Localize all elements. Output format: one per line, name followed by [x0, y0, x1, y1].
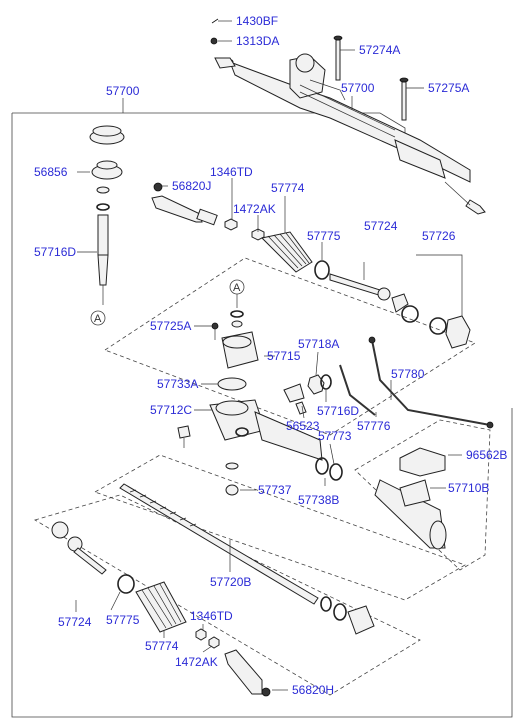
return-pipe-57776	[339, 364, 376, 416]
bushing-57726	[445, 315, 471, 349]
label-57775-top: 57775	[307, 229, 341, 243]
label-57274A: 57274A	[359, 43, 400, 57]
label-57710B: 57710B	[448, 481, 489, 495]
rack-bar-57720B	[119, 483, 319, 605]
pressure-pipe-57780	[371, 339, 491, 426]
top-steering-assembly	[210, 18, 486, 215]
leader-lines	[75, 20, 463, 691]
label-57737: 57737	[258, 483, 292, 497]
label-callout-A-left: A	[94, 313, 102, 325]
label-57724-top: 57724	[364, 219, 398, 233]
ring-57726-b	[429, 317, 447, 335]
gear-housing-57712C	[209, 399, 323, 461]
label-57726: 57726	[422, 229, 456, 243]
label-57700-top: 57700	[341, 81, 375, 95]
label-57712C: 57712C	[150, 403, 192, 417]
label-57776: 57776	[357, 419, 391, 433]
bellows-57774-bottom	[135, 581, 187, 633]
label-57738B: 57738B	[298, 493, 339, 507]
ring-57775-top	[314, 260, 330, 280]
label-56856: 56856	[34, 165, 68, 179]
main-frame-sides	[11, 113, 513, 718]
label-57774-top: 57774	[271, 181, 305, 195]
label-57733A: 57733A	[157, 377, 198, 391]
ring-57775-bottom	[117, 574, 135, 594]
label-57720B: 57720B	[210, 575, 251, 589]
label-1472AK-bottom: 1472AK	[175, 655, 218, 669]
bellows-57774-top	[260, 231, 313, 273]
label-57774-bottom: 57774	[145, 639, 179, 653]
bottom-group-box	[34, 494, 421, 696]
label-56820H: 56820H	[292, 683, 334, 697]
inner-rod-57724-bottom	[51, 521, 107, 575]
label-57780: 57780	[391, 367, 425, 381]
label-1346TD-bottom: 1346TD	[190, 609, 233, 623]
valve-housing-57715	[221, 331, 259, 369]
label-57275A: 57275A	[428, 81, 469, 95]
label-56820J: 56820J	[172, 179, 211, 193]
label-57725A: 57725A	[150, 319, 191, 333]
part-labels: 1430BF 1313DA 57274A 57275A 57700 57700 …	[34, 14, 507, 697]
tie-rod-end-56820J	[151, 182, 265, 241]
tie-rod-end-56820H	[224, 649, 271, 697]
label-57773: 57773	[318, 429, 352, 443]
label-1430BF: 1430BF	[236, 14, 278, 28]
callout-A-left-circle	[90, 310, 106, 326]
mount-tube-57710B	[374, 479, 447, 550]
label-96562B: 96562B	[466, 448, 507, 462]
rack-group-box	[94, 454, 466, 601]
ring-57726-a	[401, 305, 419, 323]
label-57716D: 57716D	[34, 245, 76, 259]
label-57718A: 57718A	[298, 337, 339, 351]
label-57724-bottom: 57724	[58, 615, 92, 629]
label-57715: 57715	[267, 349, 301, 363]
label-1313DA: 1313DA	[236, 34, 279, 48]
gasket-57733A	[217, 377, 247, 391]
label-57700-box: 57700	[106, 84, 140, 98]
label-56523: 56523	[286, 419, 320, 433]
mounting-bracket-96562B	[399, 447, 446, 477]
strut-mount-56856	[89, 125, 125, 326]
label-1472AK-top: 1472AK	[233, 202, 276, 216]
label-57775-bottom: 57775	[106, 613, 140, 627]
inner-rod-57724-top	[329, 273, 409, 313]
label-57716D-mid: 57716D	[317, 404, 359, 418]
label-1346TD-top: 1346TD	[210, 165, 253, 179]
mount-group-box	[354, 419, 491, 571]
label-callout-A-top: A	[233, 282, 241, 294]
